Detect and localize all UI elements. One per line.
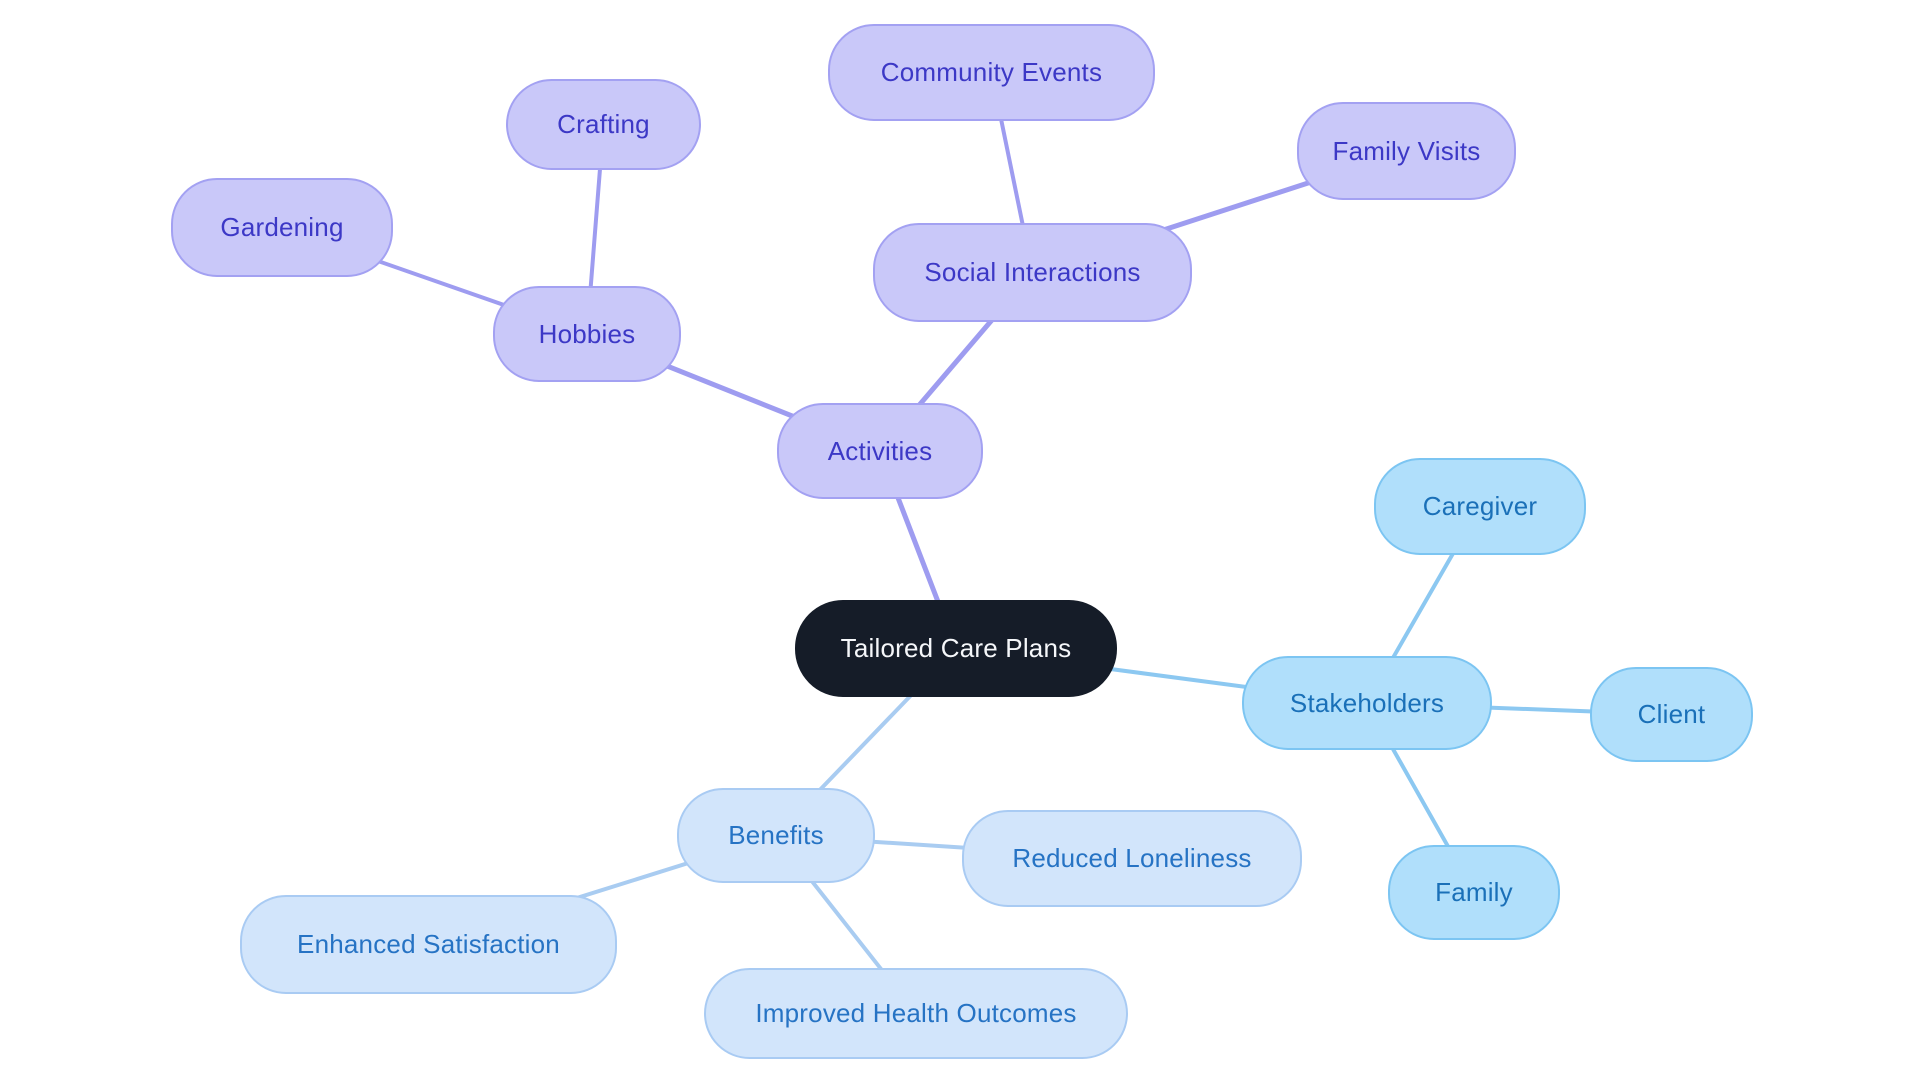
node-stakeholders[interactable]: Stakeholders bbox=[1242, 656, 1492, 750]
node-hobbies[interactable]: Hobbies bbox=[493, 286, 681, 382]
node-label-social-interactions: Social Interactions bbox=[924, 257, 1141, 287]
node-improved-health-outcomes[interactable]: Improved Health Outcomes bbox=[704, 968, 1128, 1059]
node-caregiver[interactable]: Caregiver bbox=[1374, 458, 1586, 555]
node-benefits[interactable]: Benefits bbox=[677, 788, 875, 883]
node-enhanced-satisfaction[interactable]: Enhanced Satisfaction bbox=[240, 895, 617, 994]
node-label-hobbies: Hobbies bbox=[538, 318, 636, 349]
node-activities[interactable]: Activities bbox=[777, 403, 983, 499]
node-reduced-loneliness[interactable]: Reduced Loneliness bbox=[962, 810, 1302, 907]
node-label-activities: Activities bbox=[827, 435, 933, 466]
node-tailored-care-plans[interactable]: Tailored Care Plans bbox=[795, 600, 1117, 697]
node-label-improved-health-outcomes: Improved Health Outcomes bbox=[755, 998, 1077, 1028]
node-label-community-events: Community Events bbox=[880, 57, 1103, 87]
node-label-client: Client bbox=[1637, 699, 1706, 729]
node-gardening[interactable]: Gardening bbox=[171, 178, 393, 277]
node-family[interactable]: Family bbox=[1388, 845, 1560, 940]
node-label-family-visits: Family Visits bbox=[1332, 135, 1481, 166]
node-label-enhanced-satisfaction: Enhanced Satisfaction bbox=[297, 929, 560, 959]
node-family-visits[interactable]: Family Visits bbox=[1297, 102, 1516, 200]
node-label-gardening: Gardening bbox=[220, 212, 344, 242]
node-label-tailored-care-plans: Tailored Care Plans bbox=[840, 633, 1072, 663]
node-label-stakeholders: Stakeholders bbox=[1289, 687, 1445, 718]
node-social-interactions[interactable]: Social Interactions bbox=[873, 223, 1192, 322]
node-label-benefits: Benefits bbox=[728, 820, 824, 850]
node-label-family: Family bbox=[1435, 877, 1513, 907]
node-client[interactable]: Client bbox=[1590, 667, 1753, 762]
node-label-reduced-loneliness: Reduced Loneliness bbox=[1012, 843, 1252, 873]
node-label-crafting: Crafting bbox=[557, 109, 650, 139]
node-crafting[interactable]: Crafting bbox=[506, 79, 701, 170]
node-label-caregiver: Caregiver bbox=[1422, 491, 1538, 521]
node-community-events[interactable]: Community Events bbox=[828, 24, 1155, 121]
